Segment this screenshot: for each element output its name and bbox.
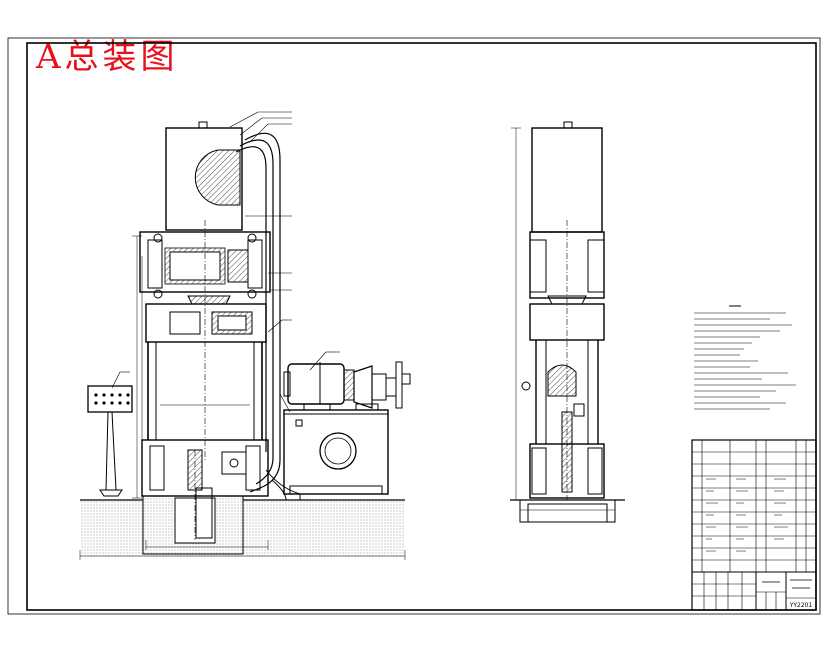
front-view [79, 111, 411, 560]
side-slide [529, 303, 605, 341]
outer-frame [7, 37, 821, 615]
motor [287, 363, 345, 405]
inner-frame [26, 42, 817, 611]
title-block: YY2201 [692, 572, 816, 610]
drawing-title: A总装图 [36, 37, 179, 77]
hydraulic-tank [283, 409, 389, 495]
side-cylinder [531, 127, 603, 233]
lower-crossbeam [141, 439, 269, 497]
technical-notes [694, 305, 796, 410]
control-box [87, 385, 133, 413]
side-view [510, 121, 625, 523]
parts-list [691, 439, 817, 611]
tank-window [319, 432, 357, 470]
drawing-number: YY2201 [789, 602, 813, 609]
